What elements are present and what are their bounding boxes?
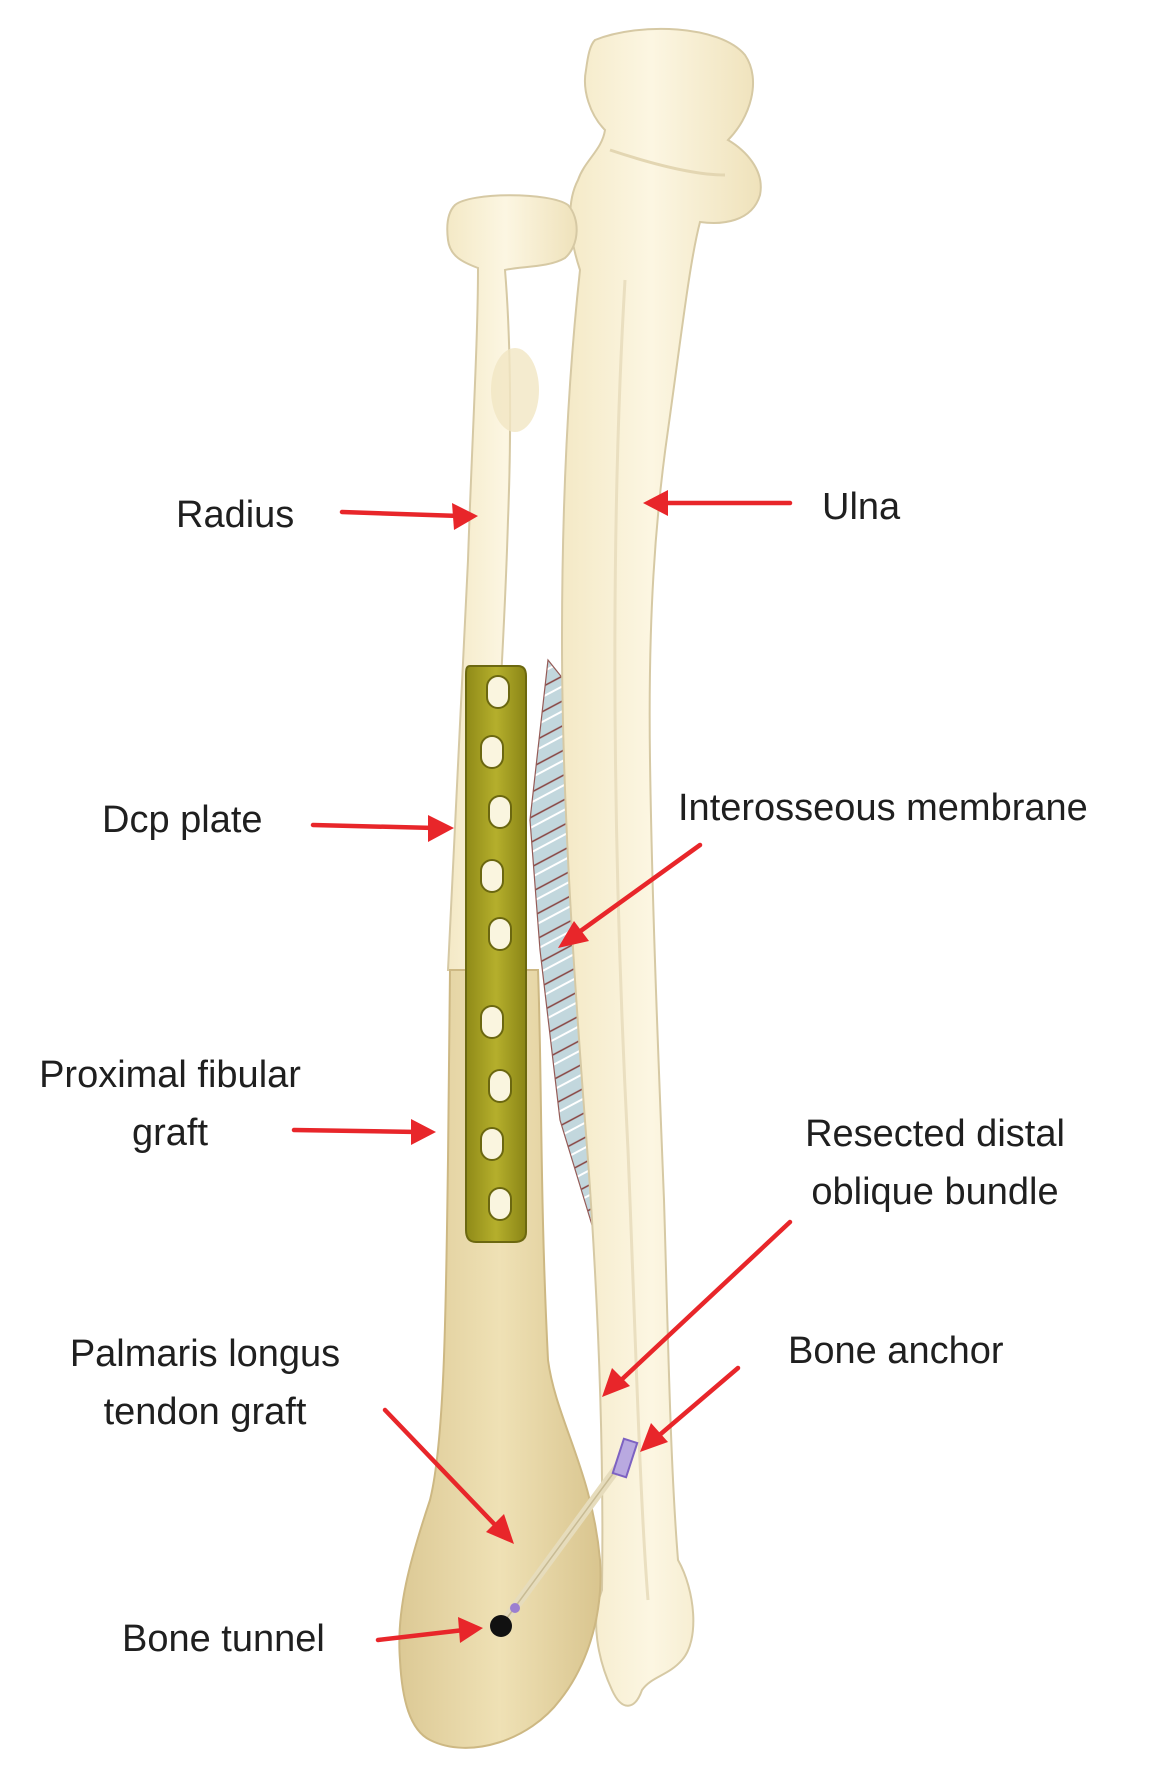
label-dcp-plate: Dcp plate [102, 791, 263, 849]
ulna-arrow [643, 490, 790, 516]
label-palmaris-line2: tendon graft [40, 1383, 370, 1441]
dcp-plate-arrow [313, 815, 454, 842]
label-proximal-fibular-graft-line1: Proximal fibular [20, 1046, 320, 1104]
label-proximal-fibular-graft-line2: graft [20, 1104, 320, 1162]
label-resected-line2: oblique bundle [785, 1163, 1085, 1221]
label-bone-tunnel: Bone tunnel [122, 1610, 325, 1668]
label-resected-line1: Resected distal [785, 1105, 1085, 1163]
ulna-bone [562, 29, 761, 1706]
label-palmaris-line1: Palmaris longus [40, 1325, 370, 1383]
label-interosseous-membrane: Interosseous membrane [678, 779, 1088, 837]
radial-tuberosity [491, 348, 539, 432]
bone-tunnel-shape [490, 1615, 512, 1637]
label-ulna: Ulna [822, 478, 900, 536]
label-bone-anchor: Bone anchor [788, 1322, 1004, 1380]
label-resected-distal-oblique-bundle: Resected distal oblique bundle [785, 1105, 1085, 1221]
label-radius: Radius [176, 486, 294, 544]
radius-arrow [342, 503, 478, 530]
label-proximal-fibular-graft: Proximal fibular graft [20, 1046, 320, 1162]
label-palmaris-longus-tendon-graft: Palmaris longus tendon graft [40, 1325, 370, 1441]
